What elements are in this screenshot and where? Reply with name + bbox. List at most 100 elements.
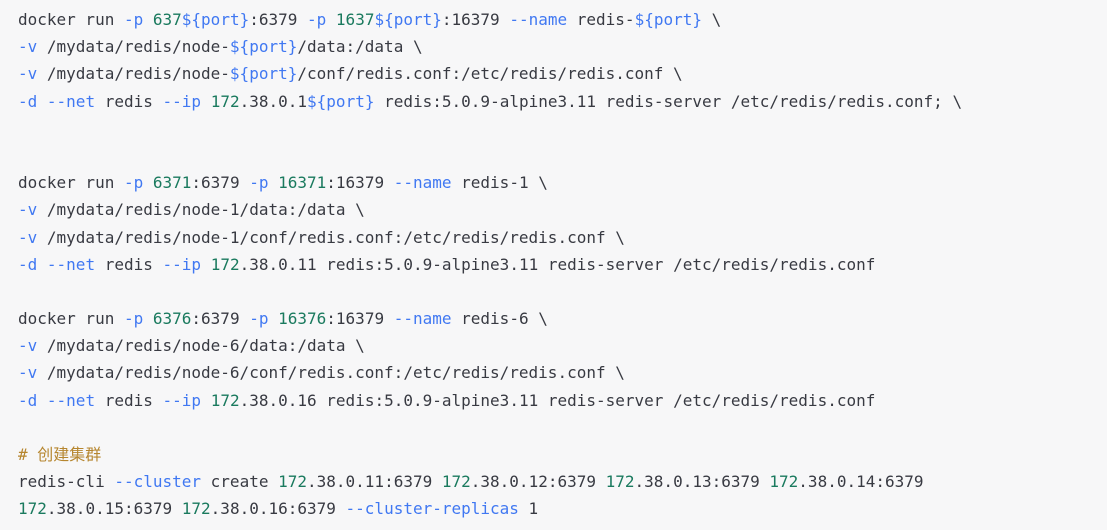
code-text: :6379	[191, 309, 250, 329]
code-flag: -p	[249, 309, 269, 329]
code-flag: --ip	[162, 91, 202, 111]
code-line: -d --net redis --ip 172.38.0.1${port} re…	[18, 88, 1107, 115]
code-text	[143, 309, 153, 328]
code-text: redis-	[567, 10, 635, 29]
code-flag: --ip	[162, 390, 202, 410]
code-text: 1	[518, 499, 539, 519]
code-number: 6376	[152, 309, 192, 329]
code-line: # 创建集群	[18, 441, 1107, 468]
code-line: 172.38.0.15:6379 172.38.0.16:6379 --clus…	[18, 495, 1107, 522]
code-line: -d --net redis --ip 172.38.0.11 redis:5.…	[18, 251, 1107, 278]
code-text: redis-cli	[18, 472, 115, 492]
code-flag: -v	[18, 37, 38, 57]
code-flag: --cluster-replicas	[345, 499, 519, 519]
code-text: redis:5.0.9-alpine3.11 redis-server /etc…	[374, 91, 963, 111]
code-line: -v /mydata/redis/node-1/data:/data \	[18, 196, 1107, 223]
code-flag: -v	[18, 227, 38, 247]
code-number: 16371	[278, 173, 327, 193]
code-number: 637	[152, 10, 182, 29]
code-flag: -d	[18, 254, 38, 274]
code-number: 172	[210, 91, 240, 111]
code-line: -v /mydata/redis/node-1/conf/redis.conf:…	[18, 224, 1107, 251]
code-flag: -v	[18, 336, 38, 356]
code-text	[201, 391, 211, 410]
code-text: docker run	[18, 309, 124, 329]
code-text: /mydata/redis/node-6/conf/redis.conf:/et…	[37, 363, 625, 383]
code-text: create	[201, 472, 279, 492]
code-text: .38.0.1	[239, 91, 308, 111]
code-text: \	[702, 10, 722, 29]
code-flag: -d	[18, 390, 38, 410]
code-text: /mydata/redis/node-1/data:/data \	[37, 200, 365, 220]
code-flag: -p	[123, 10, 144, 29]
code-flag: --cluster	[114, 472, 202, 492]
code-number: 6371	[152, 173, 192, 193]
code-text	[326, 10, 336, 29]
code-number: 16376	[278, 309, 327, 329]
code-flag: --net	[46, 91, 96, 111]
code-text: :16379	[326, 173, 394, 193]
code-line: redis-cli --cluster create 172.38.0.11:6…	[18, 468, 1107, 495]
code-text: .38.0.15:6379	[46, 499, 182, 519]
code-blank-line	[18, 278, 1107, 305]
code-text: .38.0.11 redis:5.0.9-alpine3.11 redis-se…	[239, 254, 876, 274]
code-text: .38.0.13:6379	[634, 472, 770, 492]
code-text: /data:/data \	[297, 37, 423, 57]
code-text: redis	[95, 254, 163, 274]
code-flag: --net	[46, 254, 96, 274]
code-blank-line	[18, 414, 1107, 441]
code-number: 172	[210, 390, 240, 410]
code-flag: -v	[18, 200, 38, 220]
code-text	[268, 173, 278, 192]
code-number: 172	[441, 472, 471, 492]
code-text: :6379	[249, 10, 308, 29]
code-variable: ${port}	[229, 64, 298, 84]
code-flag: -d	[18, 91, 38, 111]
code-text: /mydata/redis/node-	[37, 64, 230, 84]
code-text: /mydata/redis/node-6/data:/data \	[37, 336, 365, 356]
code-text	[37, 92, 47, 111]
code-flag: -p	[307, 10, 327, 29]
code-number: 172	[181, 499, 211, 519]
code-line: -v /mydata/redis/node-${port}/conf/redis…	[18, 60, 1107, 87]
code-text: .38.0.14:6379	[798, 472, 924, 492]
code-variable: ${port}	[181, 10, 250, 29]
code-variable: ${port}	[374, 10, 442, 29]
code-text: :16379	[326, 309, 394, 329]
code-blank-line	[18, 115, 1107, 142]
code-number: 172	[278, 472, 307, 492]
code-text: .38.0.16:6379	[210, 499, 346, 519]
code-variable: ${port}	[307, 91, 375, 111]
code-text: :6379	[191, 173, 250, 193]
code-text	[143, 10, 153, 29]
code-flag: --name	[393, 173, 452, 193]
code-number: 172	[605, 472, 635, 492]
code-comment: # 创建集群	[18, 445, 102, 464]
code-text	[143, 173, 153, 192]
code-text: docker run	[18, 173, 124, 193]
code-text: docker run	[18, 10, 124, 29]
code-flag: --name	[393, 309, 452, 329]
code-flag: --net	[46, 390, 96, 410]
code-text	[268, 309, 278, 328]
code-text: redis	[95, 390, 163, 410]
code-text: redis	[95, 91, 163, 111]
code-number: 172	[210, 254, 240, 274]
code-text: /conf/redis.conf:/etc/redis/redis.conf \	[297, 64, 683, 84]
code-text: :16379	[441, 10, 510, 29]
code-flag: -p	[123, 173, 144, 193]
code-text	[201, 92, 211, 111]
code-text	[37, 255, 47, 274]
code-flag: --name	[509, 10, 568, 29]
code-text: /mydata/redis/node-1/conf/redis.conf:/et…	[37, 227, 625, 247]
code-line: -d --net redis --ip 172.38.0.16 redis:5.…	[18, 387, 1107, 414]
code-text: .38.0.16 redis:5.0.9-alpine3.11 redis-se…	[239, 390, 876, 410]
code-flag: --ip	[162, 254, 202, 274]
code-variable: ${port}	[634, 10, 702, 29]
code-text	[201, 255, 211, 274]
code-line: docker run -p 637${port}:6379 -p 1637${p…	[18, 6, 1107, 33]
code-variable: ${port}	[229, 37, 298, 57]
code-text: redis-1 \	[451, 173, 548, 193]
code-line: -v /mydata/redis/node-${port}/data:/data…	[18, 33, 1107, 60]
